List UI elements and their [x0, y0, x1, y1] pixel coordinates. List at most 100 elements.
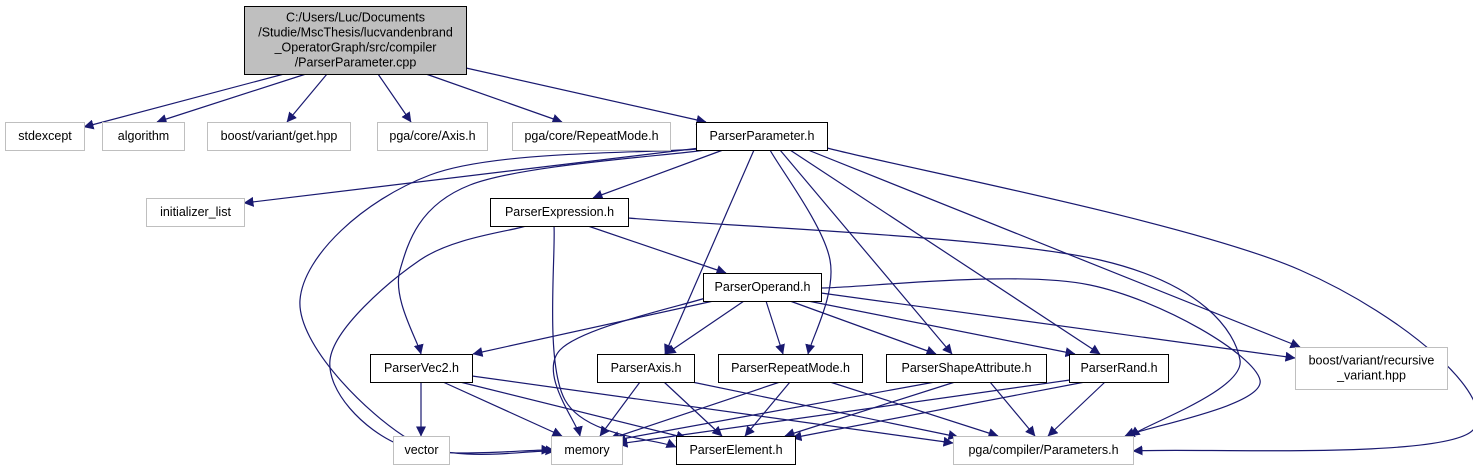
node-box [146, 198, 245, 227]
edge-parser-rand-h-to-parser-element-h [791, 381, 1086, 442]
node-box [512, 122, 671, 151]
edge-parser-axis-h-to-parser-element-h [663, 381, 723, 437]
node-label: ParserShapeAttribute.h [902, 361, 1032, 375]
node-label: /ParserParameter.cpp [295, 56, 417, 70]
edge-parser-repeatmode-h-to-pga-compiler-parameters [829, 381, 999, 438]
edge-parser-parameter-h-to-initializer-list [243, 147, 701, 207]
edge-parser-parameter-h-to-pga-compiler-parameters [826, 147, 1473, 456]
node-box [490, 198, 629, 227]
node-parser-axis-h[interactable]: ParserAxis.h [597, 354, 695, 383]
edge-parser-expression-h-to-memory [329, 225, 552, 455]
node-box [377, 122, 488, 151]
node-pga-core-axis: pga/core/Axis.h [377, 122, 488, 151]
edge-root-to-algorithm [156, 73, 307, 124]
edge-parser-repeatmode-h-to-parser-element-h [744, 381, 791, 437]
node-parser-parameter-h[interactable]: ParserParameter.h [696, 122, 828, 151]
node-parser-rand-h[interactable]: ParserRand.h [1069, 354, 1169, 383]
node-label: /Studie/MscThesis/lucvandenbrand [258, 26, 453, 40]
edge-parser-axis-h-to-memory [599, 381, 641, 437]
node-label: ParserExpression.h [505, 205, 614, 219]
node-label: pga/compiler/Parameters.h [968, 443, 1118, 457]
edge-parser-vec2-h-to-pga-compiler-parameters [471, 375, 954, 447]
node-boost-variant-get: boost/variant/get.hpp [207, 122, 351, 151]
node-parser-vec2-h[interactable]: ParserVec2.h [370, 354, 473, 383]
edge-parser-expression-h-to-parser-operand-h [587, 225, 727, 275]
node-label: pga/core/RepeatMode.h [524, 129, 658, 143]
node-parser-operand-h[interactable]: ParserOperand.h [703, 273, 822, 302]
edge-parser-parameter-h-to-memory [299, 148, 699, 456]
node-parser-repeatmode-h[interactable]: ParserRepeatMode.h [718, 354, 863, 383]
node-box [5, 122, 85, 151]
node-label: vector [404, 443, 438, 457]
node-box [703, 273, 822, 302]
edge-layer [83, 67, 1473, 456]
node-label: boost/variant/recursive [1309, 354, 1435, 368]
node-box [1295, 347, 1448, 390]
node-box [597, 354, 695, 383]
node-label: ParserRepeatMode.h [731, 361, 850, 375]
edge-parser-expression-h-to-pga-compiler-parameters [627, 217, 1241, 437]
edge-parser-operand-h-to-parser-rand-h [807, 300, 1076, 358]
node-label: _OperatorGraph/src/compiler [274, 41, 437, 55]
node-stdexcept: stdexcept [5, 122, 85, 151]
edge-parser-operand-h-to-parser-repeatmode-h [765, 300, 785, 355]
node-vector: vector [393, 436, 450, 465]
node-label: stdexcept [18, 129, 72, 143]
node-boost-variant-recursive: boost/variant/recursive_variant.hpp [1295, 347, 1448, 390]
node-parser-expression-h[interactable]: ParserExpression.h [490, 198, 629, 227]
edge-parser-parameter-h-to-parser-vec2-h [397, 149, 707, 355]
node-box [551, 436, 623, 465]
edge-parser-rand-h-to-pga-compiler-parameters [1047, 381, 1106, 437]
node-algorithm: algorithm [102, 122, 185, 151]
node-box [370, 354, 473, 383]
node-label: _variant.hpp [1336, 369, 1406, 383]
edge-parser-operand-h-to-parser-shapeattribute-h [789, 300, 937, 356]
edge-parser-parameter-h-to-boost-variant-recursive [807, 149, 1301, 349]
edge-root-to-stdexcept [83, 73, 285, 130]
node-memory: memory [551, 436, 623, 465]
node-label: ParserAxis.h [611, 361, 682, 375]
node-box [696, 122, 828, 151]
edge-parser-operand-h-to-parser-vec2-h [472, 299, 719, 357]
node-label: ParserRand.h [1080, 361, 1157, 375]
node-parser-element-h[interactable]: ParserElement.h [676, 436, 796, 465]
edge-parser-parameter-h-to-parser-shapeattribute-h [779, 149, 953, 355]
node-box [676, 436, 796, 465]
node-box [718, 354, 863, 383]
edge-parser-rand-h-to-memory [617, 379, 1071, 448]
edge-parser-vec2-h-to-parser-element-h [459, 381, 687, 441]
edge-parser-vec2-h-to-memory [442, 381, 563, 437]
node-label: boost/variant/get.hpp [221, 129, 338, 143]
node-layer: C:/Users/Luc/Documents/Studie/MscThesis/… [5, 6, 1448, 465]
node-parser-shapeattribute-h[interactable]: ParserShapeAttribute.h [886, 354, 1047, 383]
node-label: initializer_list [160, 205, 231, 219]
edge-parser-operand-h-to-boost-variant-recursive [820, 292, 1296, 362]
node-label: memory [564, 443, 610, 457]
node-label: ParserVec2.h [384, 361, 459, 375]
edge-parser-shapeattribute-h-to-memory [615, 381, 936, 444]
edge-parser-parameter-h-to-parser-expression-h [592, 149, 724, 200]
node-label: pga/core/Axis.h [389, 129, 475, 143]
node-label: ParserParameter.h [710, 129, 815, 143]
node-label: algorithm [118, 129, 169, 143]
node-box [244, 6, 467, 75]
node-pga-compiler-parameters: pga/compiler/Parameters.h [953, 436, 1134, 465]
edge-parser-operand-h-to-parser-axis-h [665, 300, 745, 355]
edge-parser-shapeattribute-h-to-parser-element-h [784, 381, 956, 438]
edge-parser-parameter-h-to-parser-rand-h [789, 149, 1101, 355]
node-box [886, 354, 1047, 383]
edge-parser-axis-h-to-pga-compiler-parameters [691, 381, 959, 440]
edge-root-to-boost-variant-get [286, 73, 328, 123]
node-initializer-list: initializer_list [146, 198, 245, 227]
node-box [102, 122, 185, 151]
node-label: ParserElement.h [689, 443, 782, 457]
edge-root-to-parser-parameter-h [465, 67, 707, 125]
edge-parser-operand-h-to-pga-compiler-parameters [820, 278, 1261, 437]
node-label: ParserOperand.h [715, 280, 811, 294]
node-root[interactable]: C:/Users/Luc/Documents/Studie/MscThesis/… [244, 6, 467, 75]
edge-parser-expression-h-to-parser-element-h [551, 225, 677, 448]
edge-parser-shapeattribute-h-to-pga-compiler-parameters [989, 381, 1036, 437]
edge-root-to-pga-core-axis [377, 73, 412, 123]
edge-root-to-pga-core-repeatmode [425, 73, 563, 124]
